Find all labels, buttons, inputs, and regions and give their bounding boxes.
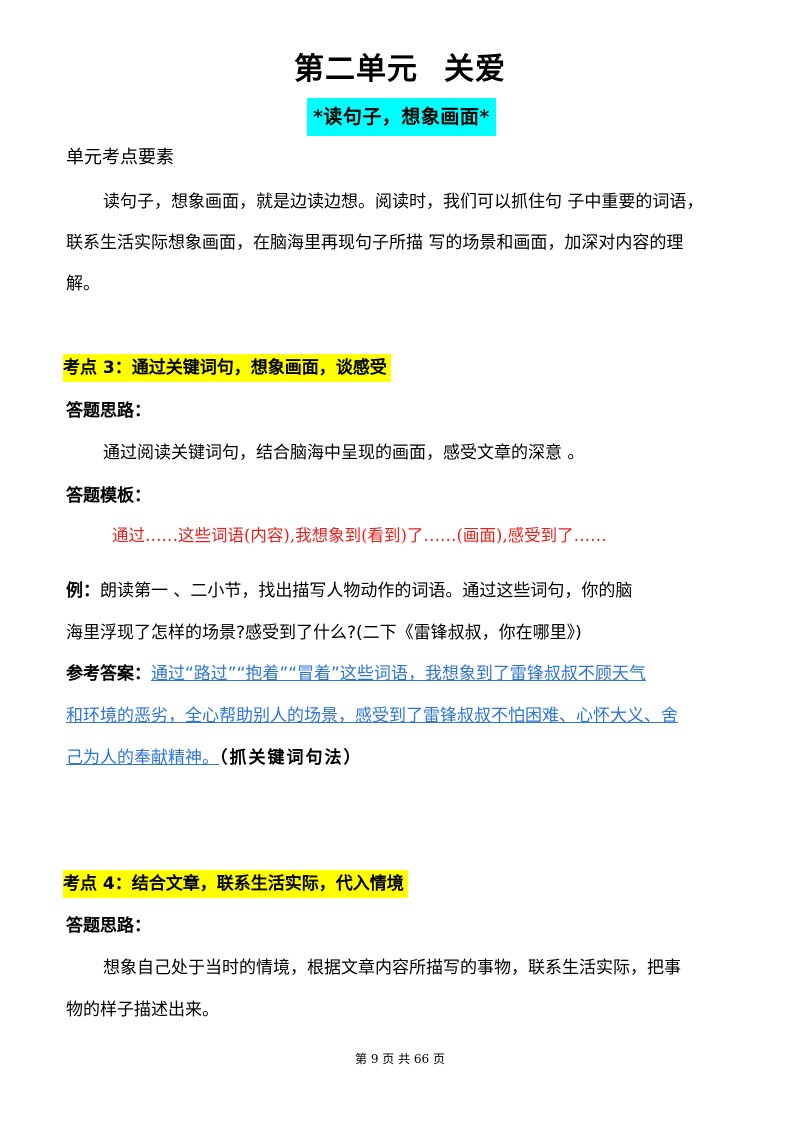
- point4-thinking-line-1: 想象自己处于当时的情境，根据文章内容所描写的事物，联系生活实际，把事: [103, 958, 681, 978]
- point3-heading: 考点 3：通过关键词句，想象画面，谈感受: [63, 354, 391, 382]
- unit-points-line-2: 联系生活实际想象画面，在脑海里再现句子所描 写的场景和画面，加深对内容的理: [66, 233, 684, 253]
- unit-points-line-3: 解。: [66, 274, 100, 294]
- point3-thinking-text: 通过阅读关键词句，结合脑海中呈现的画面，感受文章的深意 。: [103, 443, 585, 463]
- answer-line-1[interactable]: 通过“路过”“抱着”“冒着”这些词语，我想象到了雷锋叔叔不顾天气: [151, 664, 646, 684]
- title-theme: 关爱: [444, 52, 506, 87]
- point4-thinking-line-2: 物的样子描述出来。: [66, 1000, 219, 1020]
- answer-line-2[interactable]: 和环境的恶劣，全心帮助别人的场景，感受到了雷锋叔叔不怕困难、心怀大义、舍: [66, 706, 678, 726]
- section-subtitle: *读句子，想象画面*: [307, 98, 496, 136]
- point3-template-label: 答题模板：: [66, 486, 151, 506]
- title-unit: 第二单元: [294, 52, 418, 87]
- point3-answer: 参考答案：通过“路过”“抱着”“冒着”这些词语，我想象到了雷锋叔叔不顾天气: [66, 662, 646, 686]
- example-line-2: 海里浮现了怎样的场景?感受到了什么?(二下《雷锋叔叔，你在哪里》): [66, 623, 582, 643]
- answer-line-3-wrap: 己为人的奉献精神。（抓关键词句法）: [66, 746, 363, 770]
- unit-points-heading: 单元考点要素: [66, 147, 174, 168]
- answer-line-3[interactable]: 己为人的奉献精神。: [66, 748, 219, 768]
- unit-points-line-1: 读句子，想象画面，就是边读边想。阅读时，我们可以抓住句 子中重要的词语，: [103, 192, 704, 212]
- page-title: 第二单元关爱: [0, 44, 800, 88]
- point3-template-text: 通过……这些词语(内容),我想象到(看到)了……(画面),感受到了……: [112, 526, 607, 545]
- example-line-1: 朗读第一 、二小节，找出描写人物动作的词语。通过这些词句，你的脑: [100, 581, 633, 601]
- answer-label: 参考答案：: [66, 664, 151, 684]
- example-label: 例：: [66, 581, 100, 601]
- point3-example: 例：朗读第一 、二小节，找出描写人物动作的词语。通过这些词句，你的脑: [66, 579, 632, 603]
- answer-method: （抓关键词句法）: [219, 748, 363, 768]
- point3-thinking-label: 答题思路：: [66, 401, 151, 421]
- point4-heading: 考点 4：结合文章，联系生活实际，代入情境: [63, 870, 408, 898]
- page-number-footer: 第 9 页 共 66 页: [355, 1052, 445, 1066]
- point4-thinking-label: 答题思路：: [66, 916, 151, 936]
